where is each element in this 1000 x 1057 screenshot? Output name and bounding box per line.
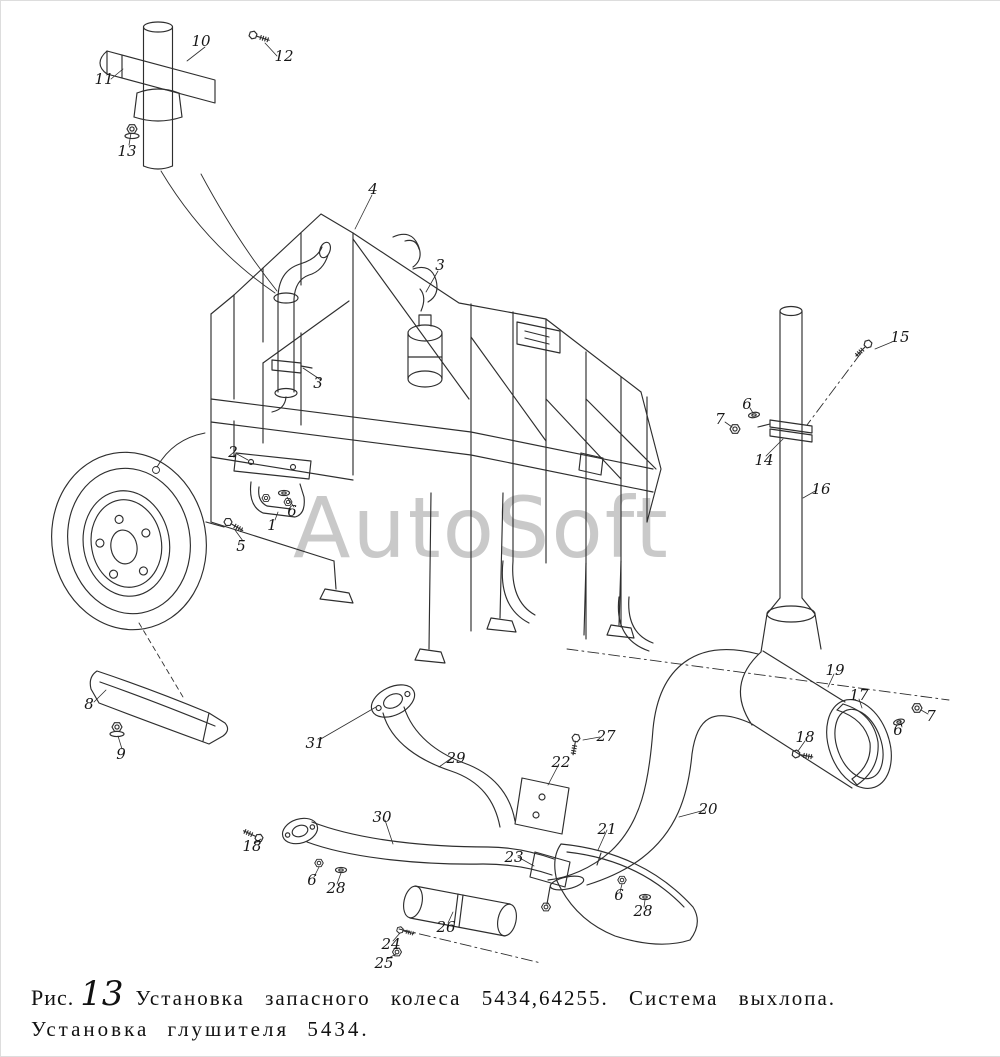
- part-number-label: 21: [597, 820, 617, 838]
- part-number-label: 4: [368, 180, 378, 198]
- part-number-label: 25: [374, 954, 394, 972]
- part-number-label: 16: [811, 480, 831, 498]
- part-number-label: 6: [742, 395, 752, 413]
- front-exhaust-pipe-drawing: [222, 233, 443, 535]
- part-number-label: 13: [117, 142, 137, 160]
- lower-exhaust-drawing: [241, 649, 759, 964]
- part-number-label: 18: [795, 728, 815, 746]
- part-number-label: 24: [381, 935, 401, 953]
- part-number-label: 20: [698, 800, 718, 818]
- subframe-drawing: [205, 213, 662, 664]
- caption-text: Установка запасного колеса 5434,64255. С…: [135, 986, 837, 1010]
- part-number-label: 3: [435, 256, 445, 274]
- part-number-label: 15: [890, 328, 910, 346]
- part-number-label: 6: [287, 502, 297, 520]
- support-bracket-drawing: [89, 670, 229, 745]
- part-number-label: 3: [313, 374, 323, 392]
- part-number-label: 17: [849, 686, 869, 704]
- part-number-label: 7: [926, 707, 936, 725]
- part-number-label: 27: [596, 727, 616, 745]
- part-number-label: 2: [228, 443, 238, 461]
- figure-label: Рис.: [31, 985, 75, 1010]
- part-number-label: 10: [191, 32, 211, 50]
- autosoft-watermark: AutoSoft: [293, 479, 670, 577]
- part-number-label: 28: [326, 879, 346, 897]
- part-number-label: 8: [84, 695, 94, 713]
- part-number-label: 14: [754, 451, 774, 469]
- part-number-label: 22: [551, 753, 571, 771]
- figure-caption: Рис. 13 Установка запасного колеса 5434,…: [31, 977, 985, 1042]
- exhaust-stack-drawing: [566, 305, 950, 790]
- part-number-label: 1: [267, 516, 277, 534]
- part-number-label: 31: [305, 734, 325, 752]
- part-number-label: 11: [94, 70, 114, 88]
- part-number-label: 6: [614, 886, 624, 904]
- figure-number: 13: [80, 974, 124, 1014]
- part-number-label: 12: [274, 47, 294, 65]
- caption-text-line2: Установка глушителя 5434.: [31, 1017, 370, 1041]
- part-number-label: 29: [446, 749, 466, 767]
- part-number-label: 9: [116, 745, 126, 763]
- wheel-clamp-assembly-drawing: [99, 21, 278, 294]
- part-number-label: 30: [372, 808, 392, 826]
- leader-lines: [93, 42, 929, 960]
- part-number-label: 19: [825, 661, 845, 679]
- part-number-label: 23: [504, 848, 524, 866]
- part-number-label: 28: [633, 902, 653, 920]
- part-number-label: 7: [715, 410, 725, 428]
- part-number-label: 6: [307, 871, 317, 889]
- part-number-label: 18: [242, 837, 262, 855]
- part-number-label: 26: [436, 918, 456, 936]
- part-number-label: 5: [236, 537, 246, 555]
- part-number-label: 6: [893, 721, 903, 739]
- spare-wheel-drawing: [51, 451, 207, 631]
